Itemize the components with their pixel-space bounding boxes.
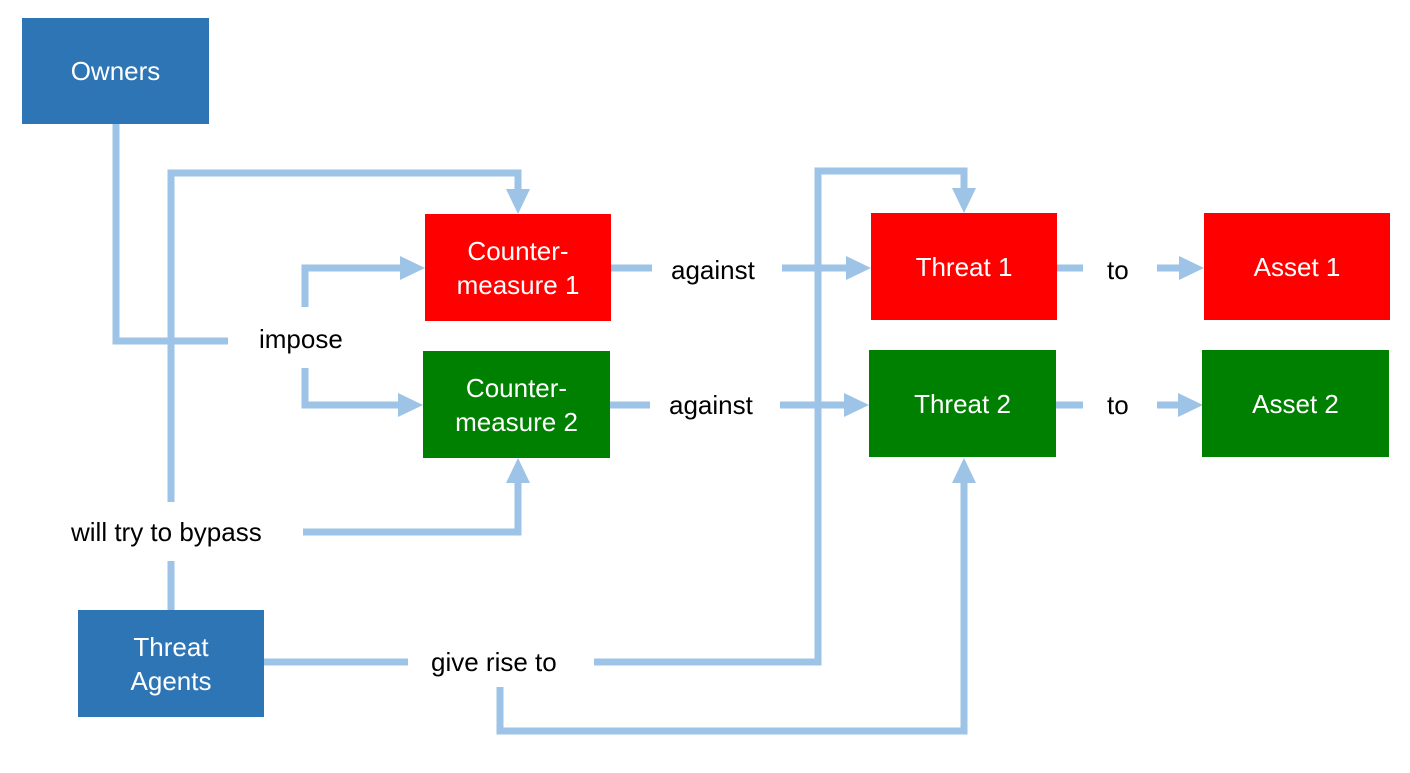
arrowhead-countermeasure-1-left (400, 256, 425, 280)
threat-agents-box: Threat Agents (78, 610, 264, 717)
countermeasure-2-box: Counter- measure 2 (423, 351, 610, 458)
arrowhead-countermeasure-2-bottom (506, 458, 530, 483)
connector-owners-impose (112, 124, 228, 345)
against-label-2: against (669, 390, 753, 420)
connector-bypass-countermeasure-1 (167, 169, 522, 502)
arrowhead-threat-2-left (844, 393, 869, 417)
to-label-1: to (1107, 255, 1129, 285)
arrowhead-countermeasure-2-left (398, 393, 423, 417)
arrowhead-asset-2-left (1178, 393, 1203, 417)
will-try-to-bypass-label: will try to bypass (71, 517, 262, 547)
connector-bypass-countermeasure-2 (303, 481, 522, 536)
arrowhead-threat-1-top (952, 188, 976, 213)
connector-impose-countermeasure-2 (301, 368, 400, 409)
threat-2-box: Threat 2 (869, 350, 1056, 457)
countermeasure-1-box: Counter- measure 1 (425, 214, 611, 321)
arrowhead-asset-1-left (1179, 256, 1204, 280)
arrowhead-threat-1-left (846, 256, 871, 280)
arrowhead-threat-2-bottom (952, 458, 976, 483)
against-label-1: against (671, 255, 755, 285)
connector-impose-countermeasure-1 (301, 264, 402, 307)
threat-1-box: Threat 1 (871, 213, 1057, 320)
connector-give-rise-threat-1 (594, 167, 968, 666)
give-rise-to-label: give rise to (431, 647, 557, 677)
owners-box: Owners (22, 18, 209, 124)
connector-give-rise-threat-2 (496, 481, 968, 735)
asset-1-box: Asset 1 (1204, 213, 1390, 320)
asset-2-box: Asset 2 (1202, 350, 1389, 457)
to-label-2: to (1107, 390, 1129, 420)
impose-label: impose (259, 324, 343, 354)
arrowhead-countermeasure-1-top (506, 189, 530, 214)
